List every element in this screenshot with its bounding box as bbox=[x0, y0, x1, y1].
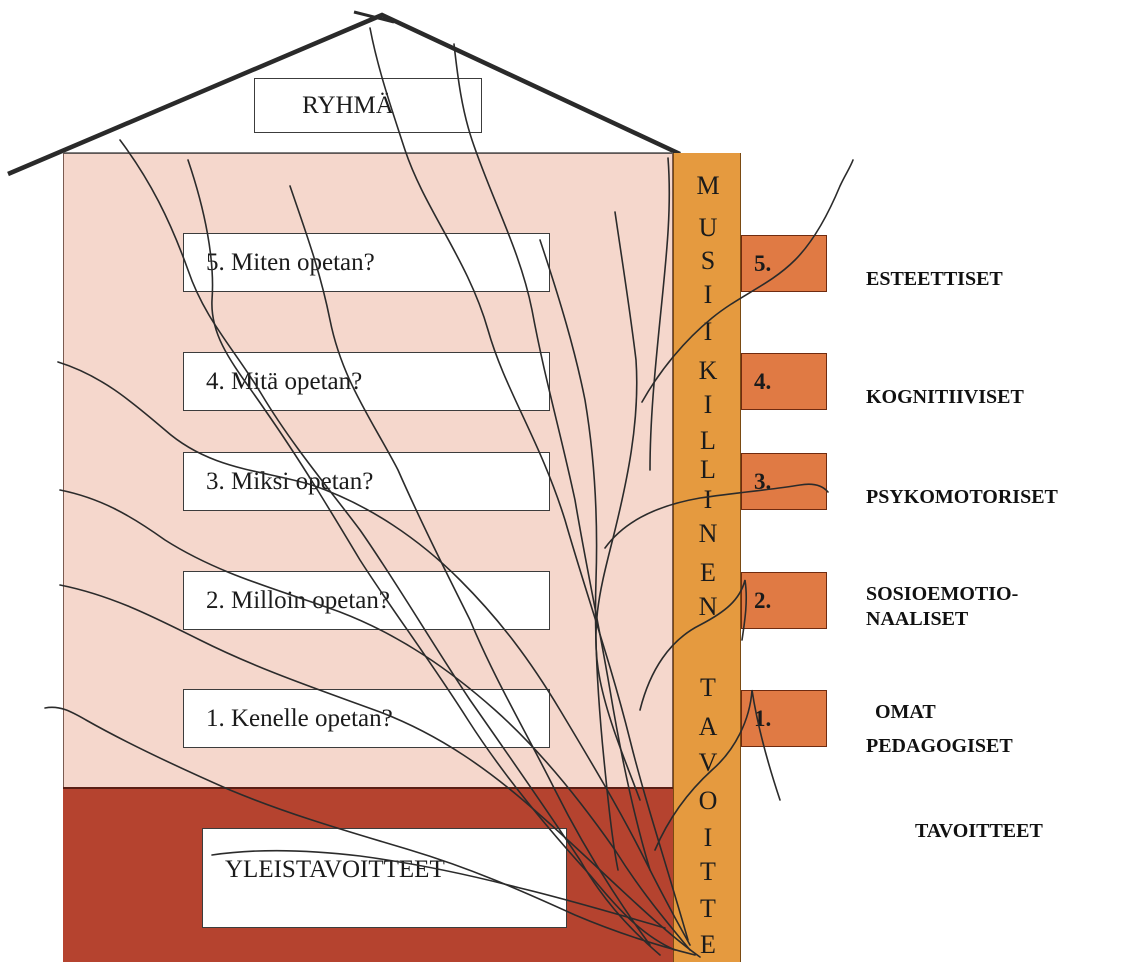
pillar-letter: I bbox=[674, 282, 742, 308]
pillar-letter: M bbox=[674, 173, 742, 199]
pillar-letter: N bbox=[674, 594, 742, 620]
pillar-letter: E bbox=[674, 560, 742, 586]
foundation-label: YLEISTAVOITTEET bbox=[225, 857, 445, 882]
level-tab-number: 3. bbox=[754, 469, 771, 495]
level-tab-3: 3. bbox=[741, 453, 827, 510]
pillar-letter: L bbox=[674, 428, 742, 454]
level-tab-number: 4. bbox=[754, 369, 771, 395]
level-tab-number: 1. bbox=[754, 706, 771, 732]
category-tavoitteet: TAVOITTEET bbox=[915, 819, 1043, 844]
category-sosio-line1: SOSIOEMOTIO- bbox=[866, 582, 1018, 607]
level-tab-number: 5. bbox=[754, 251, 771, 277]
level-tab-5: 5. bbox=[741, 235, 827, 292]
question-box-1: 1. Kenelle opetan? bbox=[183, 689, 550, 748]
pillar-letter: S bbox=[674, 248, 742, 274]
category-omat: OMAT bbox=[875, 700, 936, 725]
question-label-4: 4. Mitä opetan? bbox=[206, 369, 362, 394]
pillar-letter: I bbox=[674, 392, 742, 418]
question-box-2: 2. Milloin opetan? bbox=[183, 571, 550, 630]
pillar-letter: I bbox=[674, 825, 742, 851]
pillar-letter: L bbox=[674, 457, 742, 483]
pillar-letter: O bbox=[674, 788, 742, 814]
question-label-2: 2. Milloin opetan? bbox=[206, 588, 390, 613]
pillar-letter: V bbox=[674, 750, 742, 776]
pillar-letter: E bbox=[674, 932, 742, 958]
pillar-letter: K bbox=[674, 358, 742, 384]
level-tab-2: 2. bbox=[741, 572, 827, 629]
pillar-letter: U bbox=[674, 215, 742, 241]
level-tab-number: 2. bbox=[754, 588, 771, 614]
pillar-letter: A bbox=[674, 714, 742, 740]
question-box-4: 4. Mitä opetan? bbox=[183, 352, 550, 411]
level-tab-1: 1. bbox=[741, 690, 827, 747]
pillar-letter: I bbox=[674, 487, 742, 513]
pillar-letter: N bbox=[674, 521, 742, 547]
category-psykomotoriset: PSYKOMOTORISET bbox=[866, 485, 1058, 510]
foundation-label-box: YLEISTAVOITTEET bbox=[202, 828, 567, 928]
category-pedagogiset: PEDAGOGISET bbox=[866, 734, 1013, 759]
question-label-5: 5. Miten opetan? bbox=[206, 250, 375, 275]
category-sosio-line2: NAALISET bbox=[866, 607, 968, 632]
question-box-3: 3. Miksi opetan? bbox=[183, 452, 550, 511]
pillar-letter: T bbox=[674, 896, 742, 922]
question-label-1: 1. Kenelle opetan? bbox=[206, 706, 393, 731]
roof-label: RYHMÄ bbox=[302, 93, 394, 118]
question-label-3: 3. Miksi opetan? bbox=[206, 469, 373, 494]
level-tab-4: 4. bbox=[741, 353, 827, 410]
category-esteettiset: ESTEETTISET bbox=[866, 267, 1003, 292]
pillar-letter: T bbox=[674, 675, 742, 701]
pillar-letter: I bbox=[674, 319, 742, 345]
question-box-5: 5. Miten opetan? bbox=[183, 233, 550, 292]
category-kognitiiviset: KOGNITIIVISET bbox=[866, 385, 1024, 410]
roof-label-box: RYHMÄ bbox=[254, 78, 482, 133]
pillar-letter: T bbox=[674, 859, 742, 885]
goals-pillar: M U S I I K I L L I N E N T A V O I T T … bbox=[673, 153, 741, 962]
